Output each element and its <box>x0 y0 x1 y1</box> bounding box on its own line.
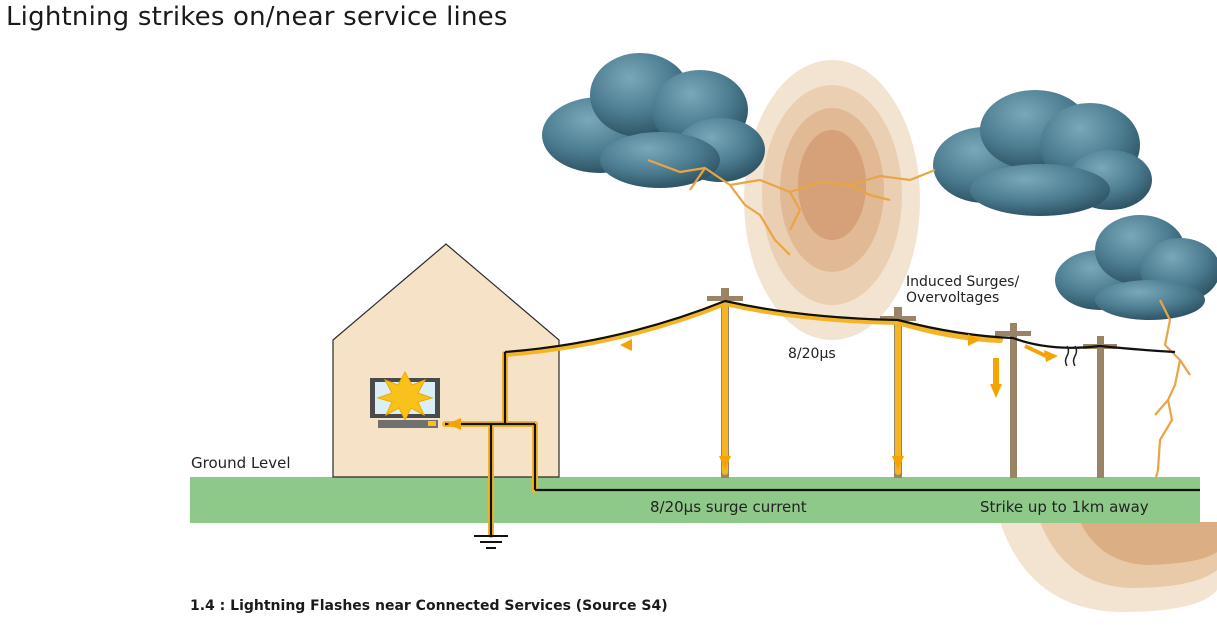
service-line <box>445 299 1200 535</box>
cloud-right-icon <box>933 90 1152 216</box>
sky-induction-halo <box>744 60 920 340</box>
induced-surges-label-2: Overvoltages <box>906 290 999 306</box>
cloud-small-icon <box>1055 215 1217 320</box>
surge-current-label: 8/20µs surge current <box>650 498 807 516</box>
induction-squiggle-icon <box>1064 345 1078 367</box>
slide-title: Lightning strikes on/near service lines <box>6 2 508 32</box>
ground-level-label: Ground Level <box>191 454 291 472</box>
pulse-label: 8/20µs <box>788 346 836 362</box>
cloud-lightning-icon <box>647 158 936 256</box>
house <box>332 243 560 478</box>
induced-surges-label-1: Induced Surges/ <box>906 274 1019 290</box>
ground-induction-halo <box>1000 522 1217 612</box>
ground-strip <box>190 477 1200 523</box>
utility-poles <box>707 288 1117 478</box>
earth-ground-icon <box>474 535 508 549</box>
computer-icon <box>370 370 440 428</box>
strike-distance-label: Strike up to 1km away <box>980 498 1149 516</box>
current-arrows <box>447 334 1058 470</box>
figure-caption: 1.4 : Lightning Flashes near Connected S… <box>190 598 668 614</box>
cloud-left-icon <box>542 53 765 188</box>
